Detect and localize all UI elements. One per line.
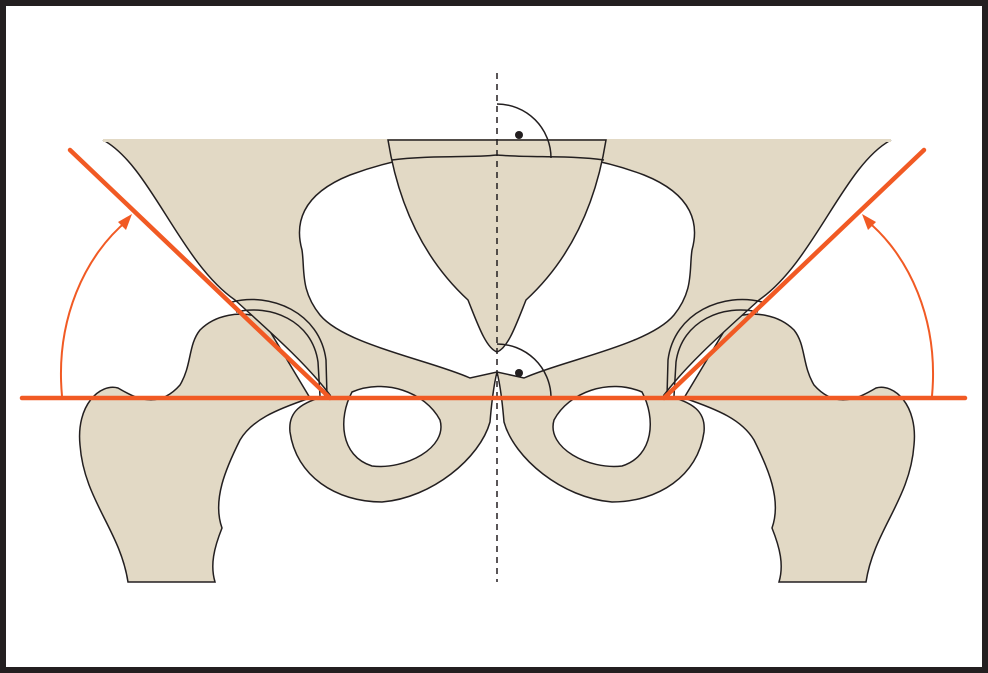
right-arrowhead-icon — [862, 214, 876, 230]
right-angle-marker-top — [496, 103, 552, 159]
left-arrowhead-icon — [118, 214, 132, 230]
right-angle-arc-arrow — [865, 219, 934, 397]
left-obturator-foramen — [342, 385, 442, 468]
right-angle-dot-top — [515, 131, 523, 139]
left-femur — [78, 313, 312, 583]
right-obturator-foramen — [552, 385, 652, 468]
right-angle-dot-bottom — [515, 369, 523, 377]
right-femur — [682, 313, 916, 583]
right-acetabular-line — [661, 147, 927, 401]
left-angle-arc-arrow — [60, 219, 129, 397]
left-acetabular-line — [67, 147, 333, 401]
right-acetabulum-rim — [666, 298, 763, 397]
right-angle-marker-bottom — [496, 343, 552, 397]
left-acetabulum-rim — [231, 298, 328, 397]
